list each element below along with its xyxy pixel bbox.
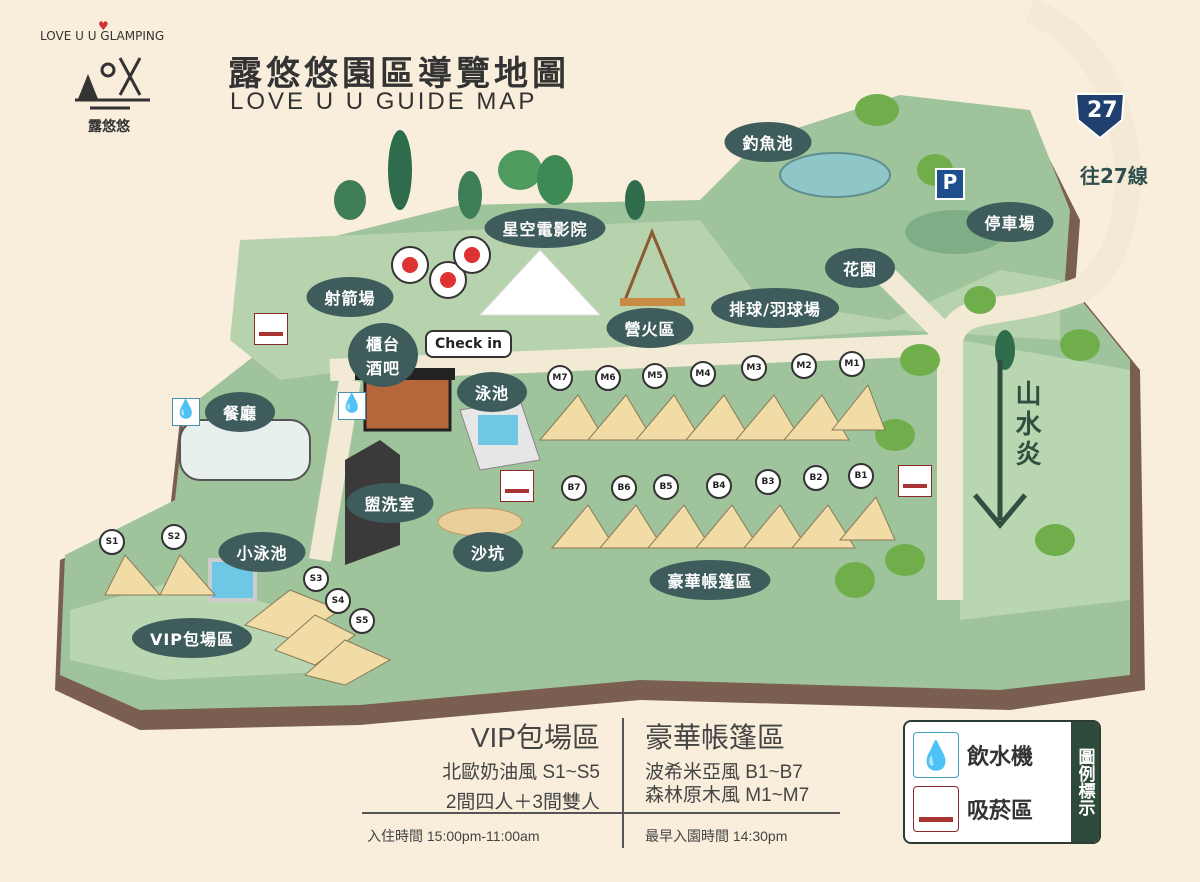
label-garden[interactable]: 花園 bbox=[824, 248, 896, 288]
tent-badge-s4[interactable]: S4 bbox=[325, 588, 351, 614]
checkin-time: 入住時間 15:00pm-11:00am bbox=[367, 828, 540, 844]
divider-horizontal bbox=[362, 812, 840, 814]
smoking-icon bbox=[898, 465, 932, 497]
tent-badge-b1[interactable]: B1 bbox=[848, 463, 874, 489]
vip-title: VIP包場區 bbox=[470, 722, 600, 753]
trees bbox=[334, 94, 1100, 598]
smoking-icon bbox=[913, 786, 959, 832]
checkin-callout[interactable]: Check in bbox=[425, 330, 512, 358]
tent-badge-m4[interactable]: M4 bbox=[690, 361, 716, 387]
tent-badge-s3[interactable]: S3 bbox=[303, 566, 329, 592]
tent-badge-m6[interactable]: M6 bbox=[595, 365, 621, 391]
lux-style-b: 波希米亞風 B1~B7 bbox=[645, 762, 803, 783]
tent-badge-b7[interactable]: B7 bbox=[561, 475, 587, 501]
logo-name: 露悠悠 bbox=[88, 119, 130, 135]
vip-rooms: 2間四人＋3間雙人 bbox=[445, 792, 600, 813]
trail-arrow bbox=[973, 360, 1027, 529]
main-road bbox=[937, 0, 1141, 600]
tent-badge-s2[interactable]: S2 bbox=[161, 524, 187, 550]
tent-badge-s5[interactable]: S5 bbox=[349, 608, 375, 634]
route-label: 往27線 bbox=[1080, 164, 1148, 188]
logo-arc-text: LOVE U U GLAMPING bbox=[40, 29, 164, 43]
legend: 💧 飲水機 吸菸區 圖例標示 bbox=[903, 720, 1101, 844]
route-shield-icon bbox=[1074, 93, 1126, 140]
east-meadow bbox=[960, 340, 1130, 620]
label-archery[interactable]: 射箭場 bbox=[306, 277, 394, 317]
logo-mark bbox=[75, 57, 150, 110]
legend-title: 圖例標示 bbox=[1071, 722, 1099, 842]
label-pool[interactable]: 泳池 bbox=[456, 372, 528, 412]
page-title: 露悠悠園區導覽地圖 bbox=[228, 54, 570, 94]
tent-badge-b6[interactable]: B6 bbox=[611, 475, 637, 501]
label-small-pool[interactable]: 小泳池 bbox=[218, 532, 306, 572]
tent-badge-m2[interactable]: M2 bbox=[791, 353, 817, 379]
archery-targets bbox=[391, 236, 491, 299]
water-drop-icon: 💧 bbox=[913, 732, 959, 778]
tent-badge-m1[interactable]: M1 bbox=[839, 351, 865, 377]
label-parking[interactable]: 停車場 bbox=[966, 202, 1054, 242]
vip-style: 北歐奶油風 S1~S5 bbox=[442, 762, 600, 783]
cinema-tent bbox=[478, 249, 602, 316]
label-vip-area[interactable]: VIP包場區 bbox=[131, 618, 253, 658]
water-drop-icon: 💧 bbox=[338, 392, 366, 420]
route-number: 27 bbox=[1087, 98, 1118, 123]
camp-path bbox=[329, 334, 941, 381]
logo-heart-icon: ♥ bbox=[98, 19, 109, 33]
divider-vertical bbox=[622, 718, 624, 848]
label-restaurant[interactable]: 餐廳 bbox=[204, 392, 276, 432]
tent-badge-s1[interactable]: S1 bbox=[99, 529, 125, 555]
tent-badge-b2[interactable]: B2 bbox=[803, 465, 829, 491]
smoking-icon bbox=[500, 470, 534, 502]
label-bar[interactable]: 櫃台酒吧 bbox=[348, 323, 418, 387]
label-campfire[interactable]: 營火區 bbox=[606, 308, 694, 348]
campfire-base bbox=[620, 298, 685, 306]
legend-label: 吸菸區 bbox=[967, 799, 1034, 824]
fishing-pond bbox=[779, 152, 891, 198]
label-fishing-pond[interactable]: 釣魚池 bbox=[724, 122, 812, 162]
label-luxury-area[interactable]: 豪華帳篷區 bbox=[649, 560, 771, 600]
tent-badge-m5[interactable]: M5 bbox=[642, 363, 668, 389]
pool-water bbox=[478, 415, 518, 445]
lux-style-m: 森林原木風 M1~M7 bbox=[645, 785, 810, 806]
tents bbox=[104, 384, 896, 686]
legend-item-smoking: 吸菸區 bbox=[913, 786, 1033, 832]
smoking-icon bbox=[254, 313, 288, 345]
earliest-entry: 最早入園時間 14:30pm bbox=[645, 828, 788, 844]
trail-label: 山水炎 bbox=[1011, 380, 1041, 470]
label-cinema[interactable]: 星空電影院 bbox=[484, 208, 606, 248]
tent-badge-b3[interactable]: B3 bbox=[755, 469, 781, 495]
tent-badge-m7[interactable]: M7 bbox=[547, 365, 573, 391]
label-volleyball[interactable]: 排球/羽球場 bbox=[711, 288, 839, 328]
lux-title: 豪華帳篷區 bbox=[645, 722, 786, 753]
water-drop-icon: 💧 bbox=[172, 398, 200, 426]
parking-sign: P bbox=[935, 168, 965, 200]
label-washroom[interactable]: 盥洗室 bbox=[346, 483, 434, 523]
legend-label: 飲水機 bbox=[967, 745, 1034, 770]
label-sandpit[interactable]: 沙坑 bbox=[452, 532, 524, 572]
tent-badge-b4[interactable]: B4 bbox=[706, 473, 732, 499]
tent-badge-b5[interactable]: B5 bbox=[653, 474, 679, 500]
page-subtitle: LOVE U U GUIDE MAP bbox=[230, 88, 538, 115]
tent-badge-m3[interactable]: M3 bbox=[741, 355, 767, 381]
legend-item-water: 💧 飲水機 bbox=[913, 732, 1033, 778]
garden-path bbox=[872, 262, 958, 348]
